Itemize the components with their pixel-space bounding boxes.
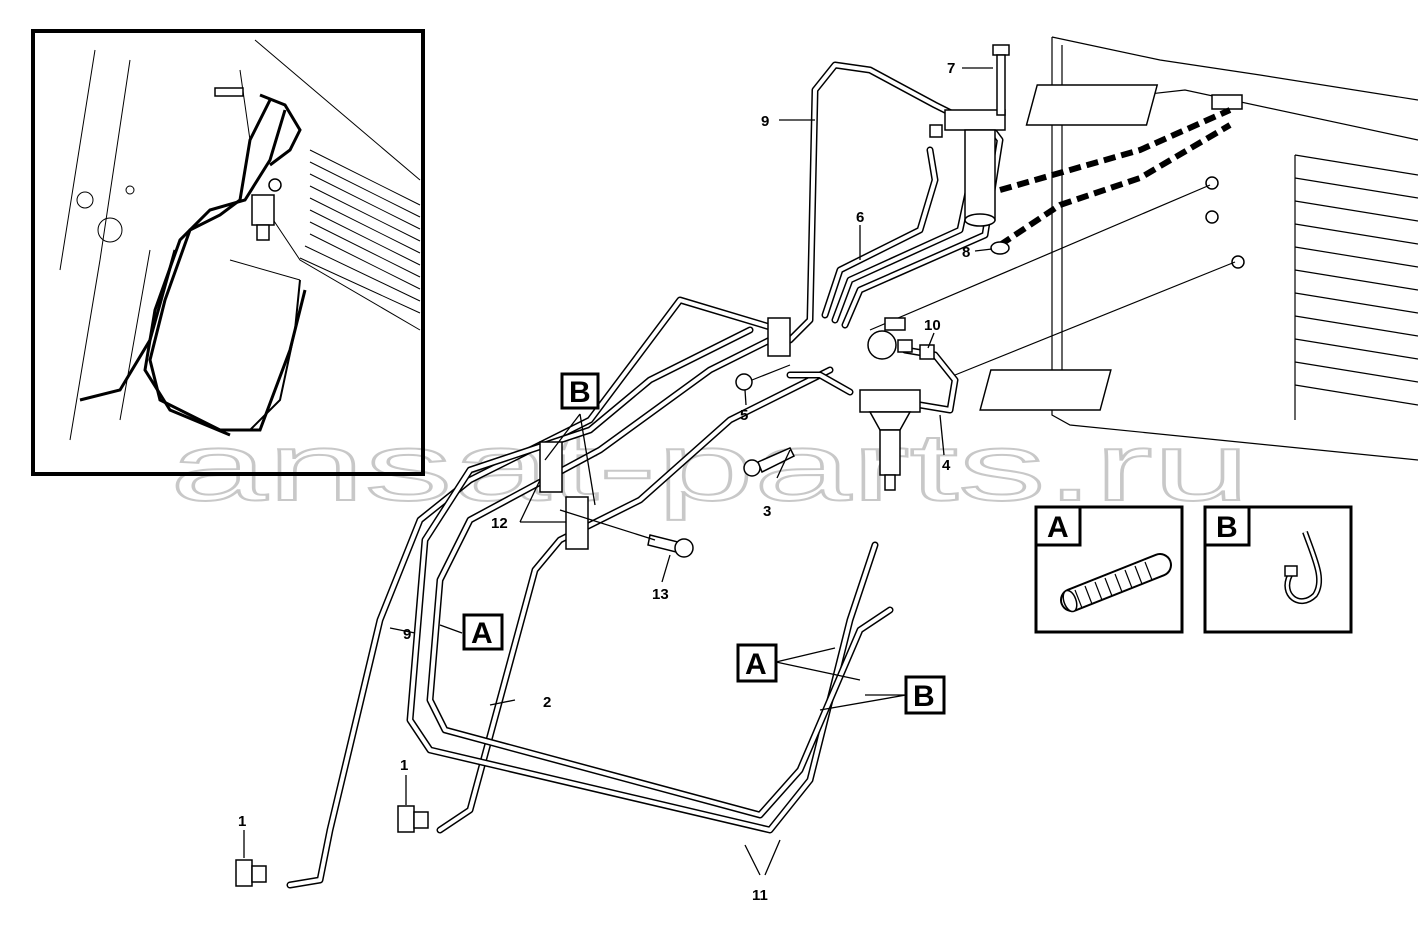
detail-panel-a: A [1034,505,1184,634]
callout-1-mid: 1 [400,757,408,774]
leader-lines [243,67,1281,876]
bolt-3 [743,447,796,477]
cable-tie-15 [1284,530,1323,604]
detail-panel-a-title: A [1047,511,1069,544]
washer-8 [990,241,1010,255]
bolt-7 [992,44,1010,116]
clamp-10 [919,344,935,360]
svg-text:B: B [569,376,591,409]
callout-8: 8 [962,244,970,261]
svg-text:B: B [913,680,935,713]
callout-10: 10 [924,317,941,334]
svg-text:A: A [471,617,493,650]
bolt-13 [647,534,694,558]
hose-hidden-lower [998,122,1232,248]
box-label-b-right: B [904,675,946,715]
callout-4: 4 [942,457,951,474]
box-label-b-top: B [560,372,600,410]
fuel-filter-upper [929,109,1006,227]
callout-2: 2 [543,694,551,711]
fuel-pump [867,317,913,360]
spiral-sleeve-14 [1060,553,1172,613]
bolt-5 [735,364,791,391]
detail-panel-b: B [1203,505,1353,634]
connector-1-mid [397,805,429,833]
machine-housing [979,36,1418,461]
housing-grille [1294,154,1418,420]
callout-3: 3 [763,503,771,520]
detail-panel-b-title: B [1216,511,1238,544]
overview-inset [31,29,425,476]
fuel-filter-lower [859,389,921,491]
callout-9-top: 9 [761,113,769,130]
callout-11: 11 [752,887,768,904]
hose-hidden-upper [999,107,1232,193]
callout-7: 7 [947,60,955,77]
callout-13: 13 [652,586,669,603]
callout-6: 6 [856,209,864,226]
callout-1-left: 1 [238,813,246,830]
callout-12: 12 [491,515,508,532]
callout-5: 5 [740,407,748,424]
box-label-a-mid: A [462,613,504,651]
inset-grille [299,149,421,314]
connector-1-left [235,859,267,887]
watermark: ansat-parts.ru [170,414,1250,521]
callout-9-left: 9 [403,626,411,643]
hose-clamps [539,317,791,550]
box-label-a-right: A [736,643,778,683]
svg-text:A: A [745,648,767,681]
